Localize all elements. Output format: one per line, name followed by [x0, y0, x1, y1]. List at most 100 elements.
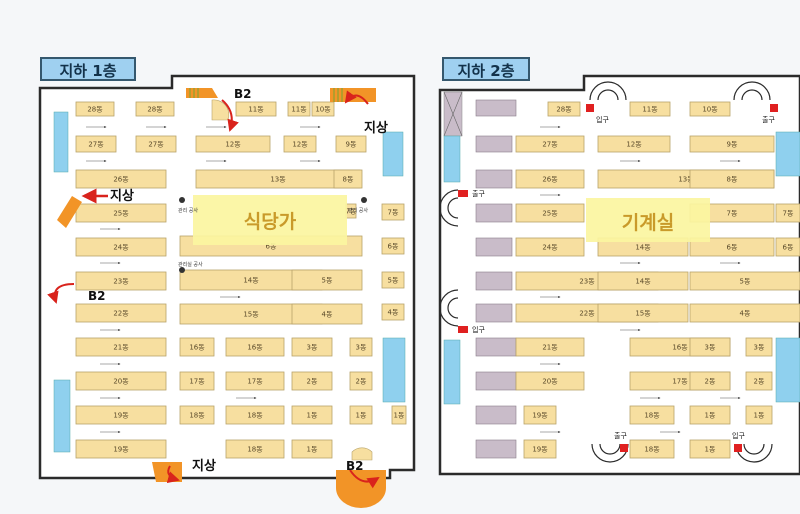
b1-stall-label-32: 20동	[113, 378, 129, 386]
b1-blue-block-left-bottom	[53, 379, 71, 453]
b1-stall-41	[349, 405, 373, 425]
b2-stall-1	[629, 101, 671, 117]
b2-stall-label-26: 20동	[542, 378, 558, 386]
b1-stall-18	[381, 237, 405, 255]
b2-stall-12	[515, 237, 585, 257]
b1-stall-label-17: 6동	[266, 243, 277, 251]
b2-stall-label-14: 6동	[727, 244, 738, 252]
b2-exit-marker-5	[620, 444, 628, 452]
b1-stall-35	[291, 371, 333, 391]
b2-sign-entrance-3: 입구	[732, 432, 745, 440]
b1-blue-block-right-bottom	[382, 337, 406, 403]
b1-arrow-top-left	[221, 99, 239, 132]
b2-machine-room-label: 기계실	[622, 212, 674, 234]
b1-info-icon-1	[179, 197, 185, 203]
b2-stall-5	[689, 135, 775, 153]
b2-stall-label-25: 3동	[754, 344, 765, 352]
b2-stall-11	[775, 203, 800, 223]
b2-stall-18	[689, 271, 800, 291]
b1-stall-30	[291, 337, 333, 357]
b1-stall-label-36: 2동	[356, 378, 367, 386]
b1-sign-b2-2: B2	[88, 289, 106, 303]
b1-stall-43	[75, 439, 167, 459]
b2-stall-label-35: 18동	[644, 446, 660, 454]
b2-stall-24	[689, 337, 731, 357]
b2-stall-label-27: 17동	[672, 378, 688, 386]
b2-exit-marker-3	[458, 190, 468, 197]
b2-gray-block-0	[475, 99, 517, 117]
b2-ramp-bottom-2-in	[743, 443, 765, 455]
b1-stall-25	[291, 303, 363, 325]
b1-stall-label-11: 13동	[270, 176, 286, 184]
b1-stall-28	[179, 337, 215, 357]
b1-stall-label-35: 2동	[307, 378, 318, 386]
b2-stall-label-29: 2동	[754, 378, 765, 386]
b2-stall-label-34: 19동	[532, 446, 548, 454]
b2-blue-block-right	[775, 131, 800, 177]
b2-stall-28	[689, 371, 731, 391]
b2-machine-room-zone	[586, 198, 710, 242]
b1-stall-label-41: 1동	[356, 412, 367, 420]
b1-stall-label-13: 25동	[113, 210, 129, 218]
b1-stall-label-14: 7동	[346, 208, 357, 216]
b1-note-2: 관리 공사	[178, 207, 198, 214]
b1-sign-up-1: 지상	[364, 121, 388, 136]
b1-stall-label-30: 3동	[307, 344, 318, 352]
b1-ramp-bottom-half	[351, 447, 373, 461]
b2-stall-4	[597, 135, 671, 153]
b1-sign-b2-1: B2	[234, 87, 252, 101]
b2-stall-label-19: 22동	[579, 310, 595, 318]
b2-ramp-top-1-in	[597, 89, 619, 101]
b1-stall-label-18: 6동	[388, 243, 399, 251]
b1-stall-label-38: 18동	[189, 412, 205, 420]
b2-ramp-left-2-in	[447, 297, 459, 319]
b2-exit-marker-4	[458, 326, 468, 333]
b1-stall-2	[235, 101, 277, 117]
b2-stall-label-11: 7동	[783, 210, 794, 218]
b1-sign-up-2: 지상	[110, 189, 134, 204]
b1-stall-label-27: 21동	[113, 344, 129, 352]
b2-stall-label-31: 18동	[644, 412, 660, 420]
b1-stall-3	[287, 101, 311, 117]
b2-sign-exit-2: 출구	[472, 189, 485, 198]
b1-stall-label-10: 26동	[113, 176, 129, 184]
b2-stall-label-15: 6동	[783, 244, 794, 252]
b2-exit-marker-1	[586, 104, 594, 112]
b2-sign-entrance-2: 입구	[472, 326, 485, 334]
b2-gray-block-7	[475, 337, 517, 357]
b1-stall-26	[381, 303, 405, 321]
b1-stall-33	[179, 371, 215, 391]
lane-arrows	[86, 125, 741, 434]
b1-blue-block-left-top	[53, 111, 69, 173]
b2-ramp-left-2	[439, 289, 459, 327]
b1-stall-32	[75, 371, 167, 391]
b1-stall-label-40: 1동	[307, 412, 318, 420]
b1-dining-zone	[193, 195, 347, 245]
b2-stall-label-21: 4동	[740, 310, 751, 318]
b1-stall-21	[291, 269, 363, 291]
b2-stall-33	[745, 405, 773, 425]
b2-stall-label-13: 14동	[635, 244, 651, 252]
floor-label-b2[interactable]: 지하 2층	[442, 57, 530, 81]
b2-gray-block-6	[475, 303, 513, 323]
b2-blue-block-left-2	[443, 339, 461, 405]
b2-stall-14	[689, 237, 775, 257]
b2-stall-17	[597, 271, 689, 291]
b1-stall-label-5: 27동	[88, 141, 104, 149]
b1-stall-42	[391, 405, 407, 425]
b1-stall-label-42: 1동	[394, 412, 405, 420]
b1-stall-label-23: 22동	[113, 310, 129, 318]
b1-stall-label-45: 1동	[307, 446, 318, 454]
b1-stall-40	[291, 405, 333, 425]
b2-stall-label-6: 26동	[542, 176, 558, 184]
b2-stall-0	[547, 101, 581, 117]
b2-stall-25	[745, 337, 773, 357]
b2-stall-34	[523, 439, 557, 459]
b1-stall-label-12: 8동	[343, 176, 354, 184]
b1-stall-45	[291, 439, 333, 459]
floor-label-b1[interactable]: 지하 1층	[40, 57, 136, 81]
b1-stall-4	[311, 101, 335, 117]
b2-ramp-top-2	[733, 81, 771, 101]
